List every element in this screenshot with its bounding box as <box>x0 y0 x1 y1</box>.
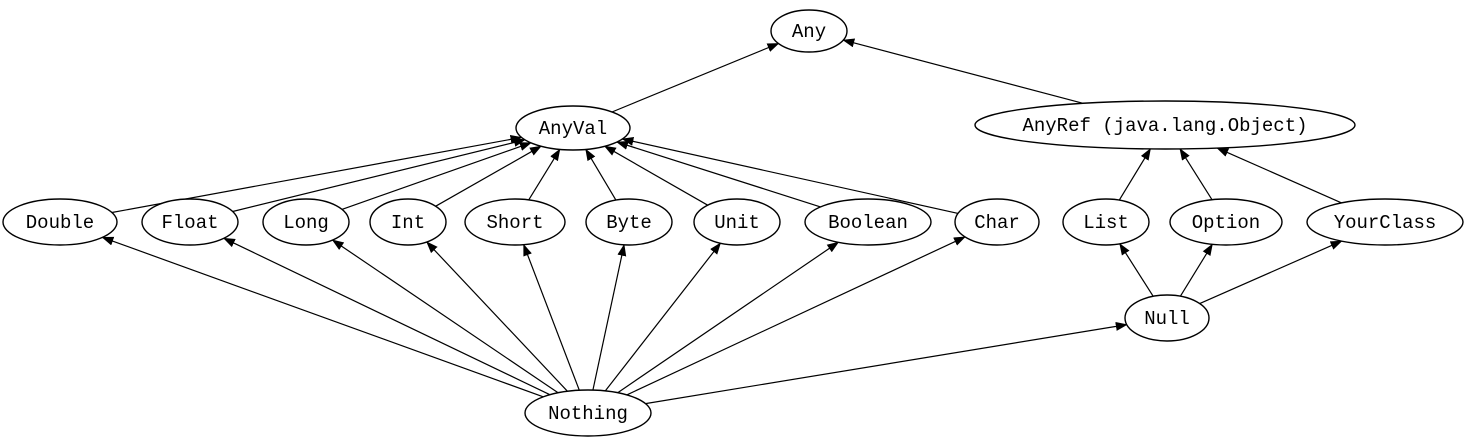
node-boolean-shape <box>804 198 932 246</box>
edge-anyval-to-any <box>611 42 780 113</box>
node-unit-label: Unit <box>714 212 760 234</box>
node-anyval: AnyVal <box>515 105 631 151</box>
node-short-shape <box>464 198 566 246</box>
node-anyval-label: AnyVal <box>539 118 607 140</box>
node-anyref-label: AnyRef (java.lang.Object) <box>1022 115 1307 137</box>
node-char: Char <box>954 198 1040 246</box>
node-byte-shape <box>585 198 673 246</box>
edge-anyref-to-any <box>842 38 1084 104</box>
edge-byte-to-anyval <box>585 148 617 201</box>
node-anyval-shape <box>515 105 631 151</box>
node-anyref-shape <box>974 100 1356 150</box>
node-null: Null <box>1124 294 1210 342</box>
edge-float-to-anyval <box>232 138 526 213</box>
edge-int-to-anyval <box>435 145 542 207</box>
node-byte: Byte <box>585 198 673 246</box>
node-float-label: Float <box>161 212 218 234</box>
node-double-shape <box>2 198 118 246</box>
node-long: Long <box>262 198 350 246</box>
node-short: Short <box>464 198 566 246</box>
node-short-label: Short <box>486 212 543 234</box>
node-float: Float <box>141 198 239 246</box>
node-byte-label: Byte <box>606 212 652 234</box>
node-int: Int <box>369 198 447 246</box>
node-option: Option <box>1169 198 1283 246</box>
node-long-label: Long <box>283 212 329 234</box>
edge-nothing-to-char <box>626 236 966 396</box>
node-null-label: Null <box>1144 308 1190 330</box>
node-yourclass: YourClass <box>1306 198 1464 246</box>
edge-boolean-to-anyval <box>616 141 821 208</box>
node-double: Double <box>2 198 118 246</box>
edge-unit-to-anyval <box>603 145 708 206</box>
node-boolean: Boolean <box>804 198 932 246</box>
edge-long-to-anyval <box>341 142 532 210</box>
node-list: List <box>1062 198 1150 246</box>
node-unit: Unit <box>693 198 781 246</box>
node-any-shape <box>770 9 848 53</box>
node-any: Any <box>770 9 848 53</box>
edge-nothing-to-double <box>101 236 544 398</box>
node-yourclass-label: YourClass <box>1334 212 1437 234</box>
node-nothing: Nothing <box>524 389 652 437</box>
node-yourclass-shape <box>1306 198 1464 246</box>
edge-nothing-to-boolean <box>617 241 840 394</box>
node-float-shape <box>141 198 239 246</box>
node-option-shape <box>1169 198 1283 246</box>
node-anyref: AnyRef (java.lang.Object) <box>974 100 1356 150</box>
edge-nothing-to-unit <box>604 242 722 392</box>
edge-nothing-to-byte <box>592 243 627 391</box>
node-unit-shape <box>693 198 781 246</box>
node-nothing-label: Nothing <box>548 403 628 425</box>
edge-short-to-anyval <box>528 148 561 201</box>
edge-nothing-to-float <box>222 237 551 396</box>
node-char-label: Char <box>974 212 1020 234</box>
edge-nothing-to-int <box>426 241 568 392</box>
edge-yourclass-to-anyref <box>1216 147 1342 204</box>
node-list-label: List <box>1083 212 1129 234</box>
node-long-shape <box>262 198 350 246</box>
edge-null-to-list <box>1119 242 1154 297</box>
edge-null-to-yourclass <box>1199 240 1343 305</box>
node-any-label: Any <box>792 21 826 43</box>
edges-layer <box>101 38 1343 405</box>
node-char-shape <box>954 198 1040 246</box>
node-option-label: Option <box>1192 212 1260 234</box>
edge-nothing-to-long <box>331 239 559 394</box>
node-nothing-shape <box>524 389 652 437</box>
node-double-label: Double <box>26 212 94 234</box>
edge-list-to-anyref <box>1118 148 1151 201</box>
node-null-shape <box>1124 294 1210 342</box>
edge-option-to-anyref <box>1179 148 1213 201</box>
edge-char-to-anyval <box>621 136 959 214</box>
node-boolean-label: Boolean <box>828 212 908 234</box>
edge-null-to-option <box>1179 243 1213 297</box>
edge-nothing-to-null <box>645 321 1128 405</box>
node-int-label: Int <box>391 212 425 234</box>
node-int-shape <box>369 198 447 246</box>
edge-nothing-to-short <box>523 243 580 391</box>
node-list-shape <box>1062 198 1150 246</box>
